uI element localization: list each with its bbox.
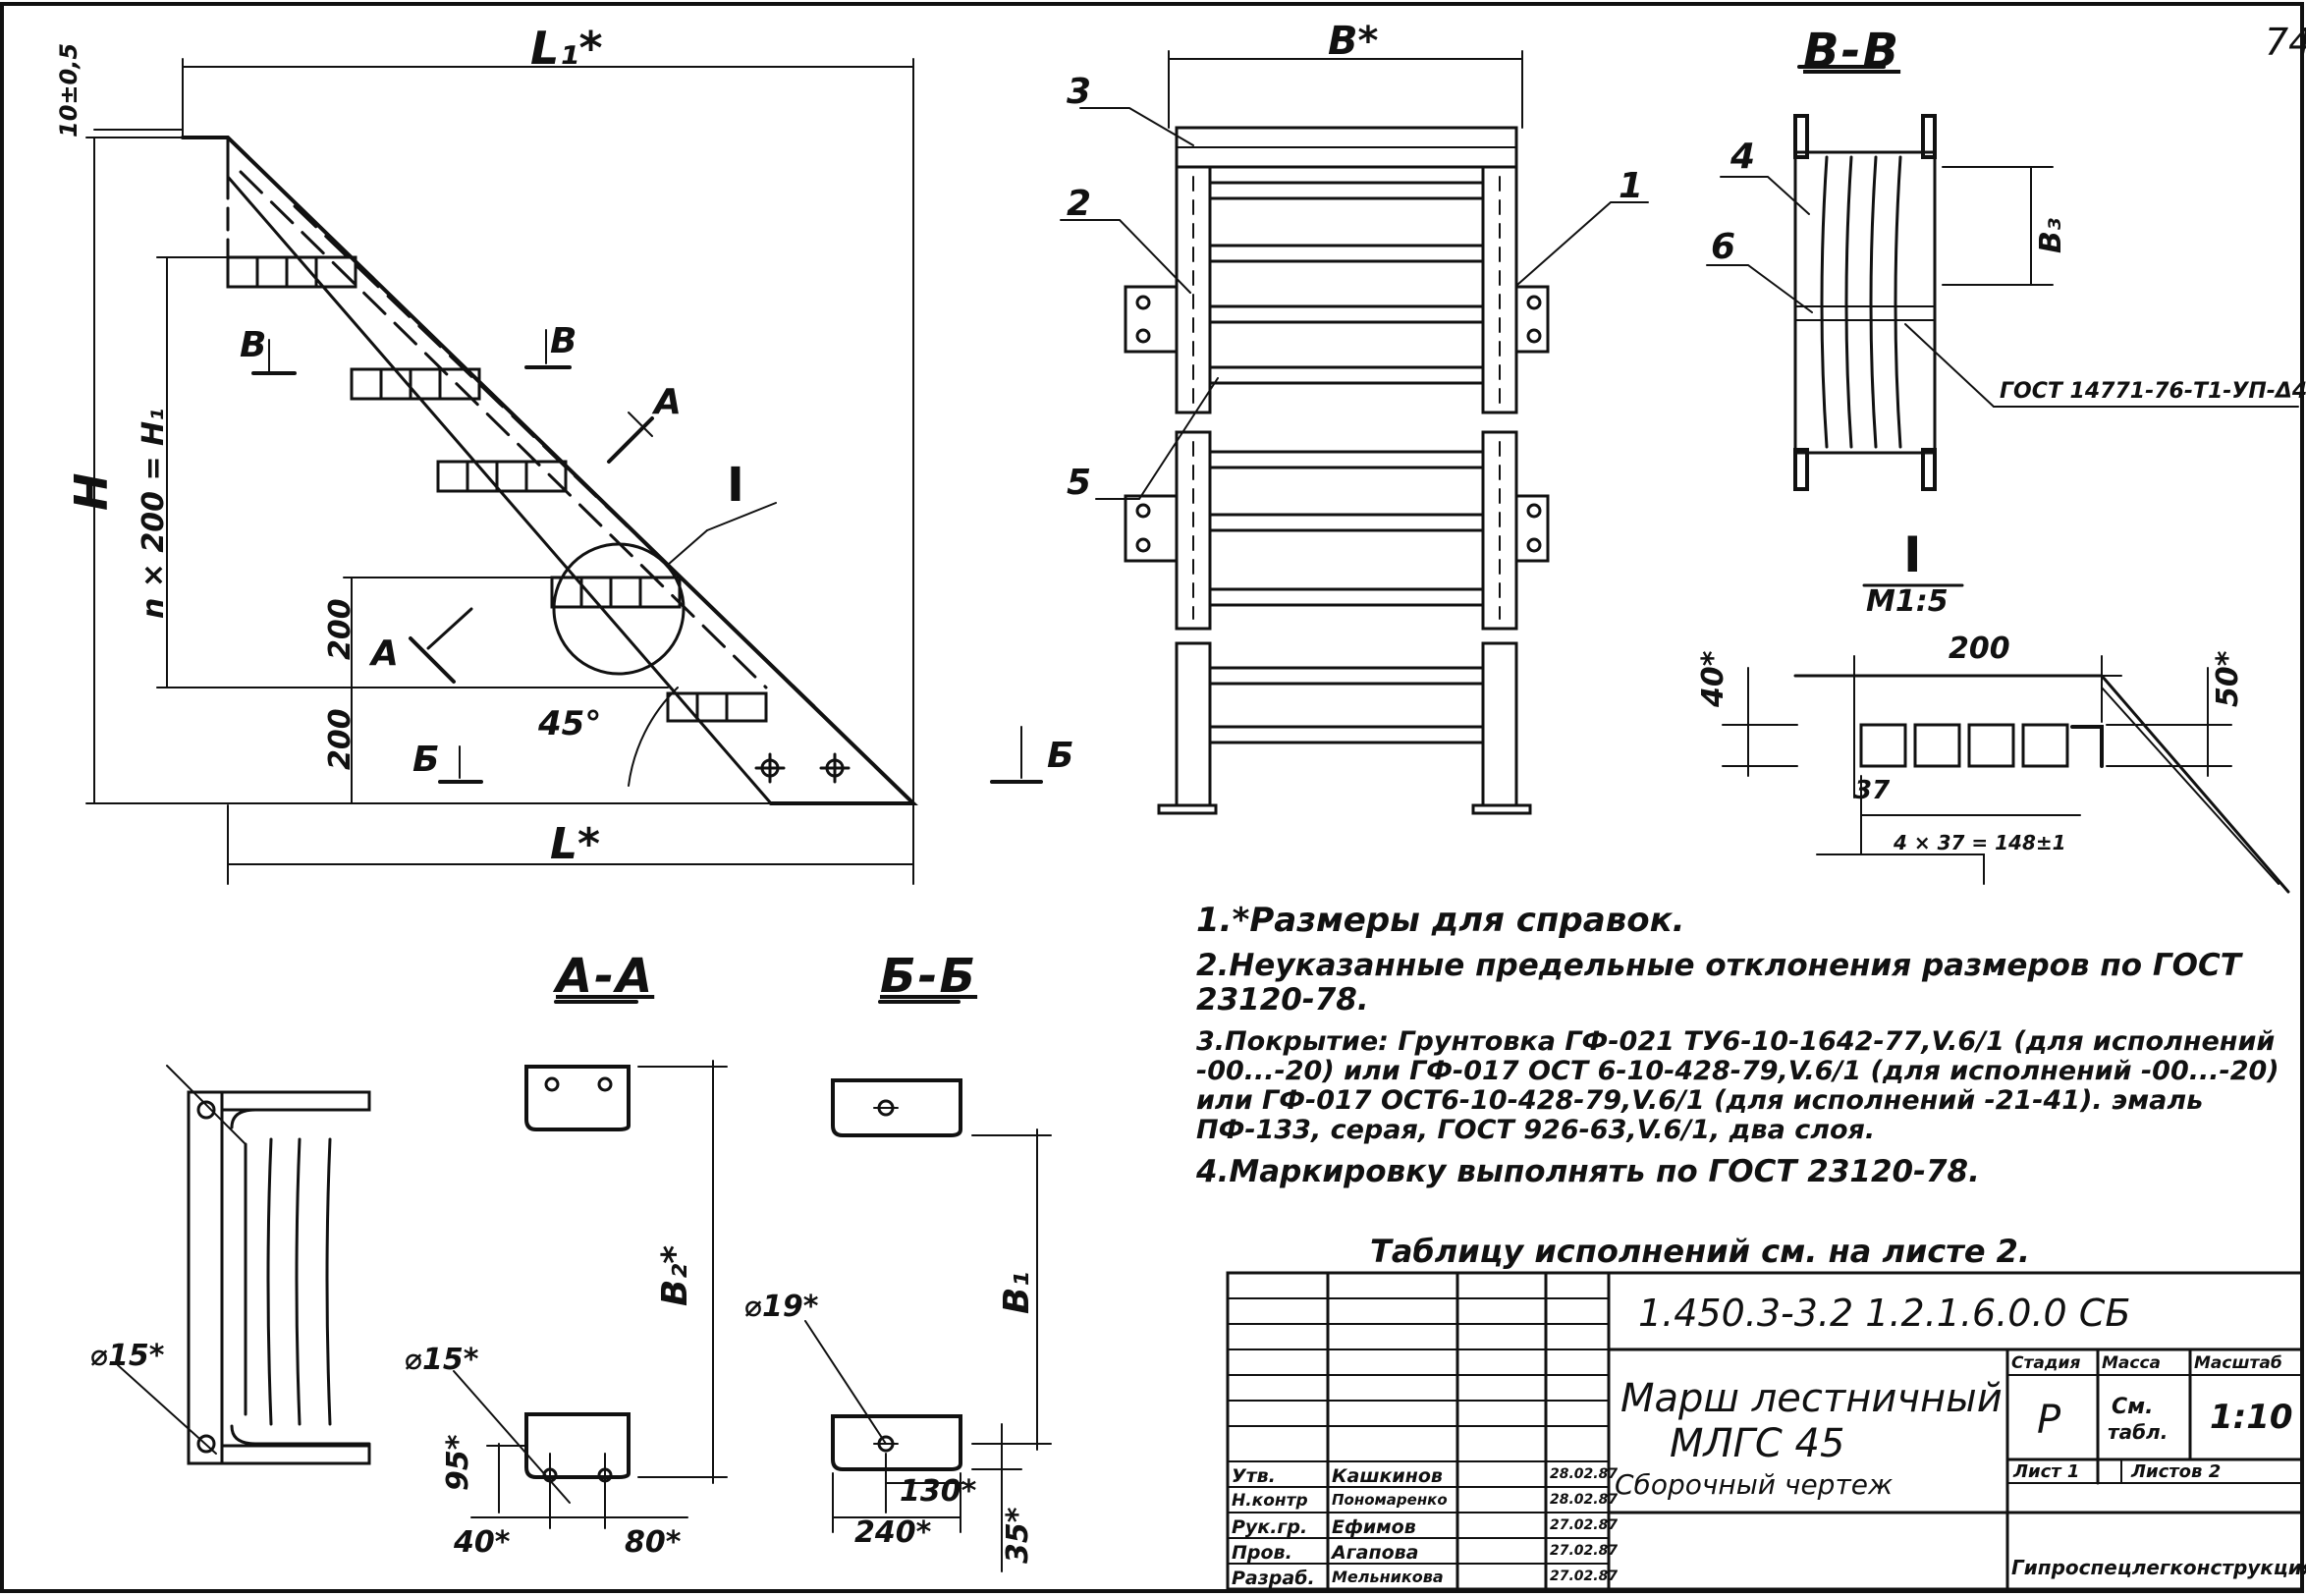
position-6: 6 [1711, 227, 1736, 267]
name-norm-control: Пономаренко [1332, 1491, 1448, 1509]
dim-detail-200: 200 [1949, 632, 2010, 666]
dim-130: 130* [900, 1474, 977, 1509]
cut-label-A-bottom: А [371, 633, 399, 674]
cut-label-B-right: В [550, 321, 577, 361]
angle-45: 45° [538, 704, 602, 743]
dim-dia15-plate: ⌀15* [405, 1343, 479, 1377]
mass-value-line2: табл. [2108, 1420, 2169, 1444]
cut-label-B-left: В [240, 325, 267, 365]
name-group-lead: Ефимов [1332, 1516, 1416, 1538]
stage-value: Р [2037, 1398, 2061, 1443]
mass-header: Масса [2102, 1353, 2162, 1373]
date-approved: 28.02.87 [1550, 1466, 1619, 1482]
dim-detail-50: 50* [2211, 650, 2245, 707]
drawing-designation: 1.450.3-3.2 1.2.1.6.0.0 СБ [1638, 1292, 2131, 1335]
dim-35: 35* [1001, 1507, 1035, 1564]
position-2: 2 [1067, 184, 1092, 224]
dim-95: 95* [441, 1434, 475, 1491]
detail-I-geometry [1722, 583, 2290, 894]
stage-header: Стадия [2011, 1353, 2081, 1373]
dim-H: H [65, 472, 118, 512]
weld-gost: ГОСТ 14771-76-Т1-УП-Δ4 [2000, 379, 2306, 404]
position-1: 1 [1619, 166, 1644, 206]
cut-label-Bsh-left: Б [412, 740, 440, 780]
role-approved: Утв. [1232, 1465, 1276, 1487]
name-checked: Агапова [1332, 1542, 1419, 1564]
cut-label-Bsh-right: Б [1047, 736, 1074, 776]
name-approved: Кашкинов [1332, 1465, 1443, 1487]
dim-dia19: ⌀19* [744, 1290, 819, 1324]
sheets-label: Листов 2 [2131, 1461, 2222, 1482]
detail-I-title: I [1903, 526, 1922, 583]
section-BBsh-geometry [804, 1000, 1052, 1572]
section-BB-title: В-В [1803, 24, 1901, 79]
mass-value-line1: См. [2112, 1395, 2154, 1419]
front-view-geometry [1060, 50, 1649, 815]
dim-200-lower: 200 [323, 708, 357, 770]
date-developed: 27.02.87 [1550, 1568, 1619, 1584]
drawing-title-line1: Марш лестничный [1620, 1376, 2003, 1421]
role-group-lead: Рук.гр. [1232, 1516, 1308, 1538]
dim-L1: L₁* [530, 22, 603, 75]
dim-240: 240* [854, 1515, 932, 1550]
date-group-lead: 27.02.87 [1550, 1517, 1619, 1533]
position-3: 3 [1067, 72, 1092, 112]
note-4: 4.Маркировку выполнять по ГОСТ 23120-78. [1196, 1154, 1980, 1190]
dim-B: B* [1328, 19, 1379, 64]
general-notes: 1.*Размеры для справок. 2.Неуказанные пр… [1196, 902, 2286, 1199]
scale-value: 1:10 [2210, 1398, 2293, 1437]
dim-detail-37: 37 [1854, 776, 1891, 805]
note-3: 3.Покрытие: Грунтовка ГФ-021 ТУ6-10-1642… [1196, 1025, 2279, 1146]
dim-top-gap: 10±0,5 [55, 42, 82, 138]
section-BBsh-title: Б-Б [880, 949, 978, 1004]
sheet-label: Лист 1 [2013, 1461, 2080, 1482]
dim-B3: В₃ [2034, 217, 2068, 253]
dim-dia15-left: ⌀15* [90, 1339, 165, 1373]
position-4: 4 [1730, 137, 1756, 177]
dim-L: L* [550, 819, 601, 869]
position-5: 5 [1067, 463, 1092, 503]
date-norm-control: 28.02.87 [1550, 1492, 1619, 1508]
dim-detail-40: 40* [1696, 650, 1730, 707]
note-1: 1.*Размеры для справок. [1196, 901, 1685, 940]
note-2: 2.Неуказанные предельные отклонения разм… [1196, 948, 2241, 1018]
scale-header: Масштаб [2194, 1353, 2282, 1373]
date-checked: 27.02.87 [1550, 1543, 1619, 1559]
drawing-doc-type: Сборочный чертеж [1615, 1468, 1894, 1501]
dim-B1: В₁ [997, 1271, 1037, 1314]
detail-I-callout: I [727, 458, 744, 513]
dim-B2: В₂* [655, 1244, 695, 1306]
table-reference: Таблицу исполнений см. на листе 2. [1370, 1233, 2031, 1270]
name-developed: Мельникова [1332, 1568, 1444, 1586]
cut-label-A-top: А [654, 382, 682, 422]
role-checked: Пров. [1232, 1542, 1292, 1564]
dim-detail-pitch: 4 × 37 = 148±1 [1894, 831, 2066, 854]
dim-40: 40* [454, 1525, 511, 1560]
section-AA-title: А-А [556, 949, 655, 1004]
organization: Гипроспецлегконструкция [2011, 1556, 2306, 1579]
drawing-title-line2: МЛГС 45 [1670, 1421, 1845, 1466]
dim-200-upper: 200 [323, 598, 357, 660]
dim-n-x-200: n × 200 = H₁ [137, 408, 171, 619]
dim-80: 80* [625, 1525, 682, 1560]
section-AA-geometry [117, 1000, 728, 1529]
section-BB-geometry [1706, 65, 2299, 491]
title-block-grid [1226, 1271, 2304, 1591]
side-view-geometry [85, 58, 1043, 885]
role-norm-control: Н.контр [1232, 1491, 1308, 1511]
page-number: 74 [2265, 21, 2306, 64]
detail-I-scale: М1:5 [1866, 584, 1949, 619]
role-developed: Разраб. [1232, 1568, 1315, 1589]
